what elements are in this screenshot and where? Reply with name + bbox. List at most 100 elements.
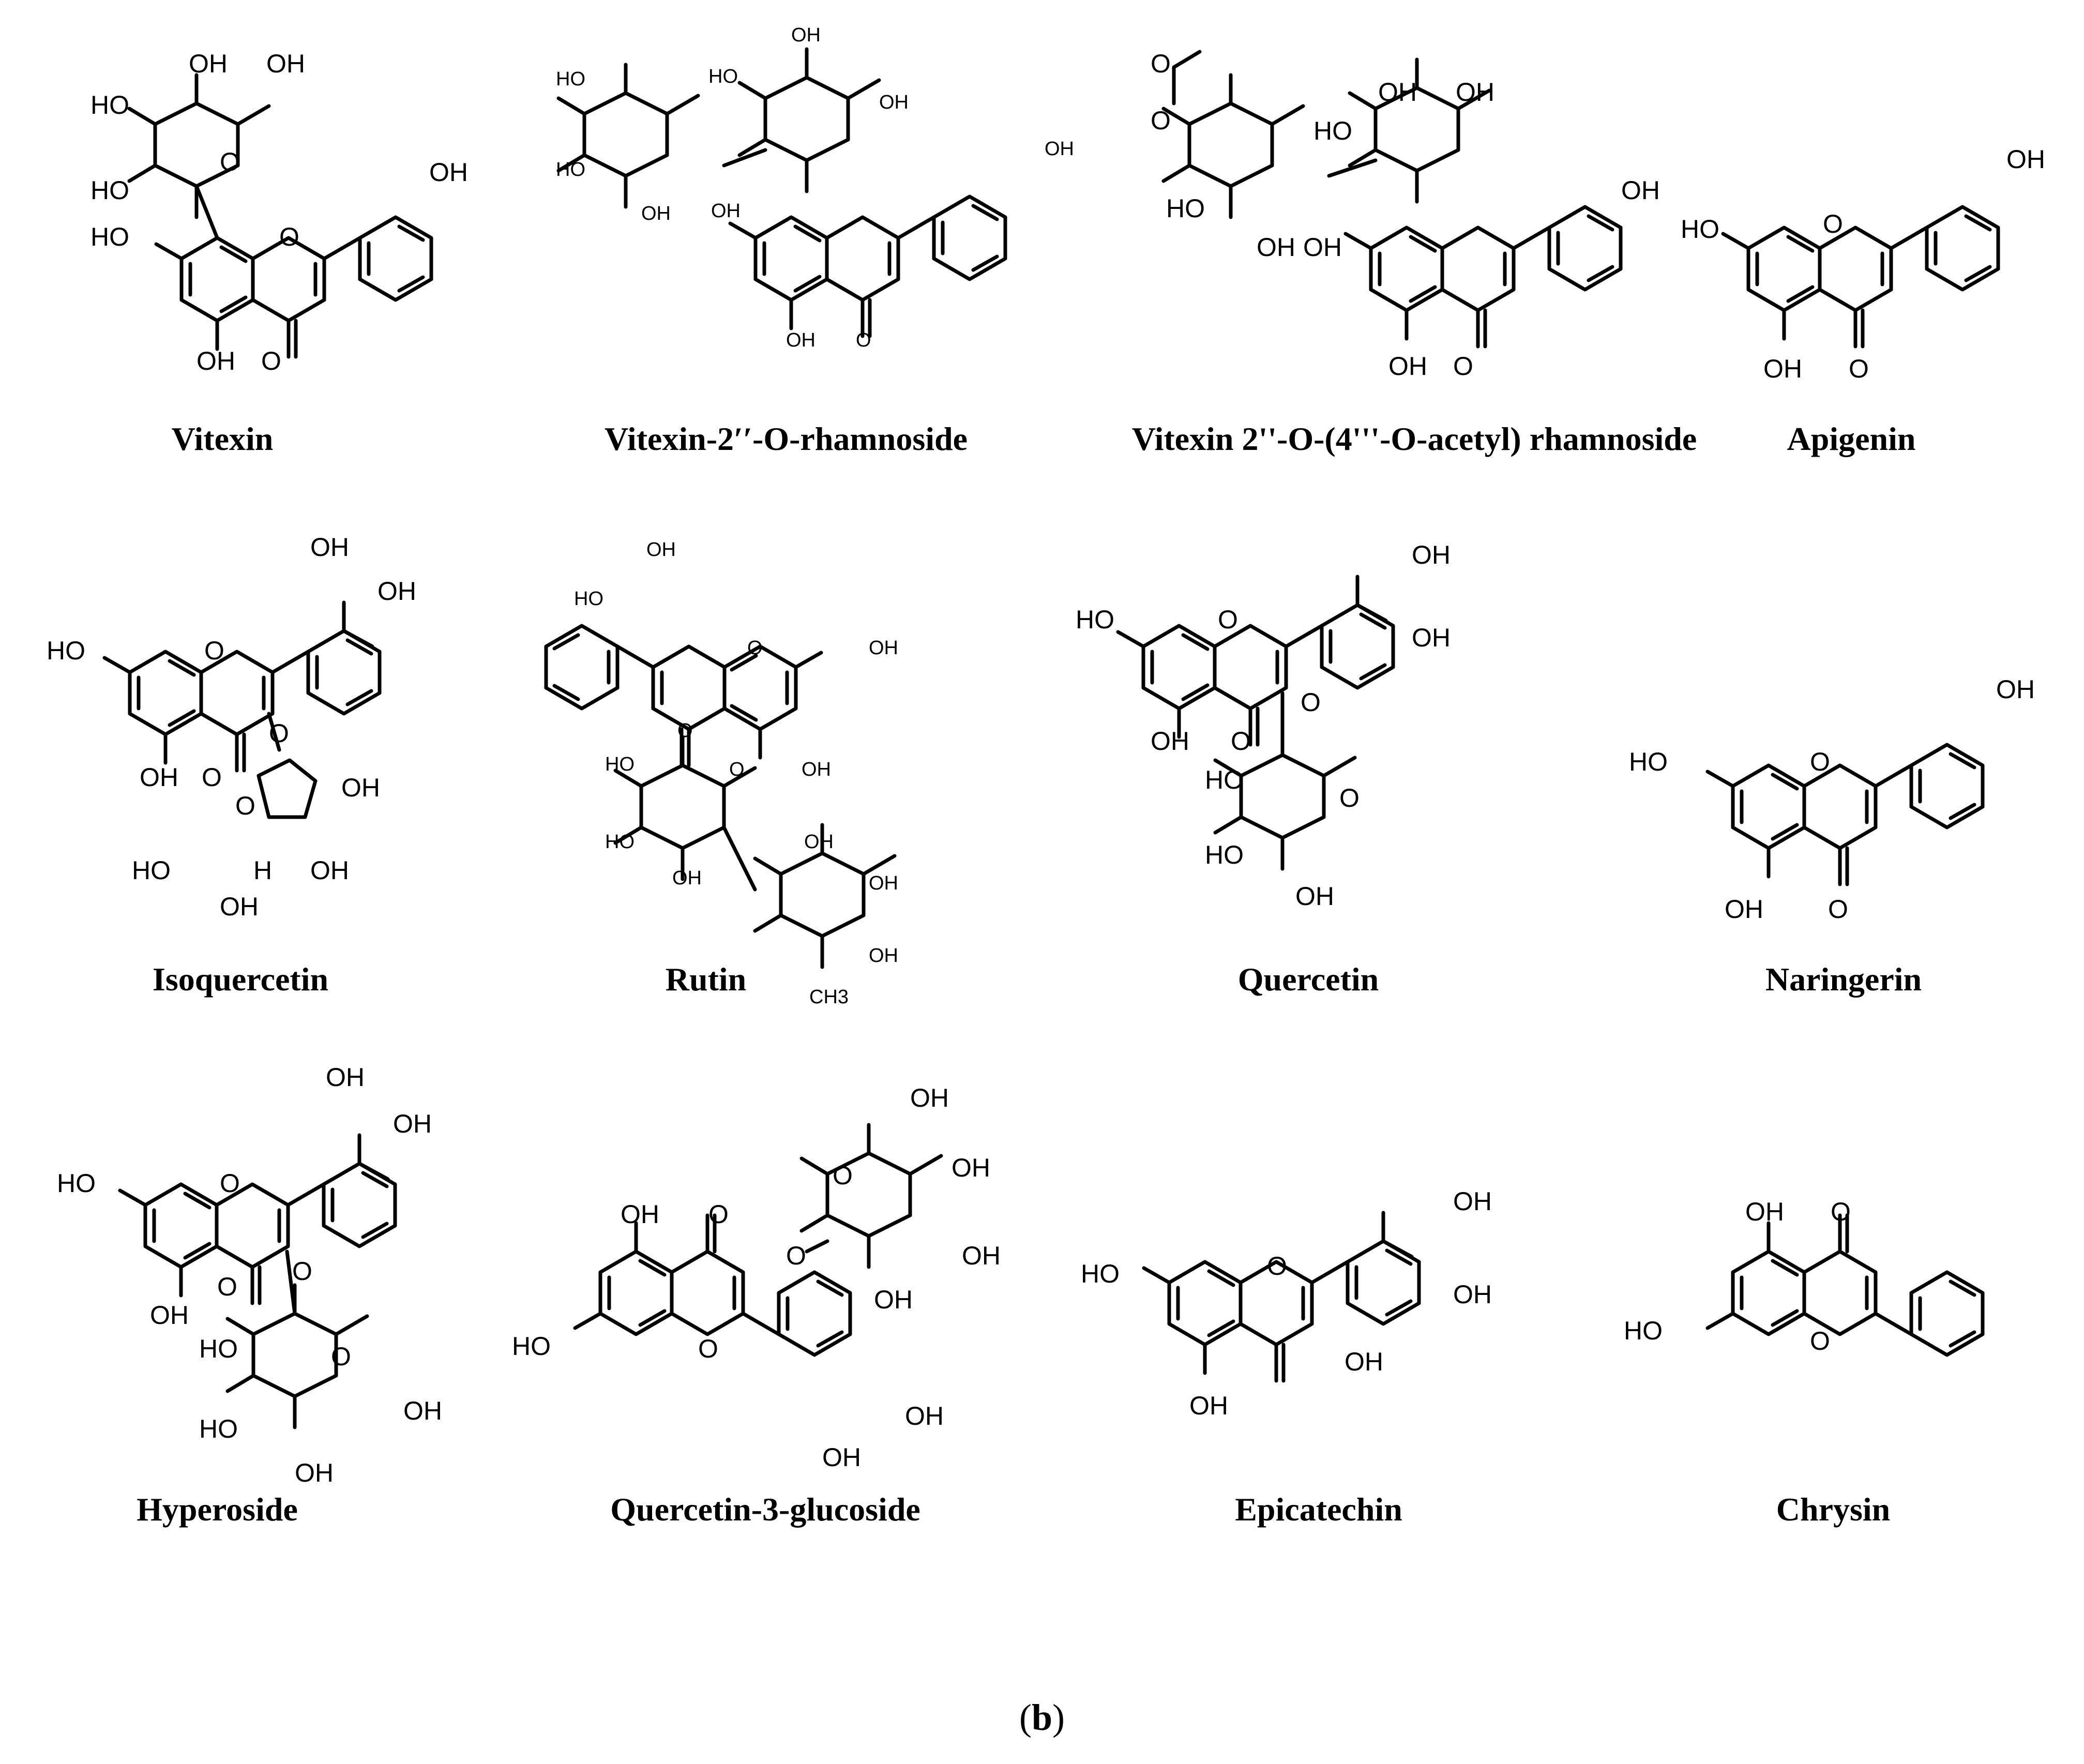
svg-text:HO: HO [512, 1332, 551, 1361]
svg-text:HO: HO [90, 176, 129, 205]
svg-text:HO: HO [1081, 1259, 1120, 1288]
svg-text:HO: HO [199, 1414, 238, 1443]
svg-text:OH: OH [786, 329, 816, 351]
structure-quercetin: HO O OH OH OH O O HO O HO OH [1076, 540, 1451, 911]
svg-text:OH: OH [341, 773, 380, 802]
svg-text:O: O [1267, 1252, 1287, 1280]
svg-text:OH: OH [672, 867, 702, 889]
compound-name-quercetin: Quercetin [1238, 961, 1379, 998]
svg-text:HO: HO [1205, 840, 1244, 869]
svg-text:OH: OH [1412, 540, 1451, 569]
svg-text:O: O [747, 637, 763, 659]
structure-vitexin-2-o-rhamnoside: HO HO OH HO OH OH OH OH OH O [556, 24, 1074, 351]
svg-text:O: O [1828, 895, 1848, 924]
compound-name-quercetin-3-glucoside: Quercetin-3-glucoside [610, 1491, 920, 1528]
svg-text:OH: OH [1345, 1347, 1383, 1376]
svg-text:OH: OH [874, 1285, 913, 1314]
svg-text:O: O [1339, 783, 1360, 812]
svg-text:OH: OH [295, 1458, 334, 1487]
structure-apigenin: HO O OH OH O [1681, 145, 2045, 383]
structure-naringerin: HO O OH OH O [1629, 675, 2035, 924]
svg-text:OH: OH [711, 200, 741, 222]
svg-text:HO: HO [556, 68, 585, 90]
svg-text:OH: OH [189, 49, 228, 78]
svg-text:OH: OH [1745, 1197, 1784, 1226]
structure-vitexin-acetyl-rhamnoside: O O HO OH HO OH OH OH OH OH O [1151, 49, 1660, 381]
compound-name-naringerin: Naringerin [1765, 961, 1922, 998]
svg-text:OH: OH [1763, 354, 1802, 383]
compound-name-hyperoside: Hyperoside [137, 1491, 298, 1528]
svg-text:O: O [235, 791, 255, 820]
svg-text:O: O [856, 329, 871, 351]
compound-name-isoquercetin: Isoquercetin [153, 961, 328, 998]
svg-text:OH: OH [1412, 623, 1451, 652]
svg-text:OH: OH [804, 831, 834, 853]
svg-text:HO: HO [556, 159, 585, 180]
svg-text:O: O [1831, 1197, 1851, 1226]
compound-name-vitexin-acetyl-rhamnoside: Vitexin 2''-O-(4'''-O-acetyl) rhamnoside [1132, 420, 1697, 457]
svg-text:OH: OH [1257, 233, 1295, 262]
svg-text:HO: HO [1629, 747, 1668, 776]
svg-text:OH: OH [266, 49, 305, 78]
svg-text:O: O [1231, 727, 1251, 756]
svg-text:OH: OH [802, 759, 831, 780]
svg-text:OH: OH [1189, 1391, 1228, 1420]
svg-text:OH: OH [197, 346, 235, 375]
svg-text:HO: HO [1624, 1316, 1663, 1345]
svg-text:OH: OH [403, 1396, 442, 1425]
svg-text:OH: OH [140, 763, 178, 792]
svg-text:CH3: CH3 [809, 986, 849, 1008]
svg-text:OH: OH [2006, 145, 2045, 174]
svg-text:H: H [253, 856, 272, 885]
svg-text:O: O [677, 720, 693, 742]
svg-text:O: O [204, 636, 224, 665]
compound-name-rutin: Rutin [666, 961, 747, 998]
svg-text:O: O [1151, 49, 1171, 78]
svg-text:OH: OH [310, 533, 349, 562]
svg-text:OH: OH [641, 203, 671, 224]
svg-text:OH: OH [1045, 138, 1074, 160]
svg-text:OH: OH [1151, 727, 1189, 756]
svg-text:OH: OH [822, 1443, 861, 1472]
svg-text:O: O [1849, 354, 1869, 383]
svg-text:HO: HO [1076, 605, 1114, 634]
svg-text:O: O [708, 1200, 729, 1229]
svg-text:OH: OH [962, 1241, 1001, 1270]
svg-text:O: O [331, 1342, 351, 1371]
svg-text:OH: OH [952, 1153, 990, 1182]
structure-rutin: OH HO OH O O O OH HO HO OH OH OH OH CH3 [546, 539, 898, 1008]
svg-text:OH: OH [220, 892, 259, 921]
svg-text:OH: OH [1453, 1187, 1492, 1216]
svg-text:OH: OH [869, 637, 898, 659]
svg-text:OH: OH [393, 1109, 432, 1138]
structure-chrysin: OH O HO O [1624, 1197, 1983, 1355]
structure-quercetin-3-glucoside: OH O O OH O OH OH OH HO O OH OH [512, 1083, 1001, 1472]
svg-text:O: O [729, 759, 745, 780]
svg-text:HO: HO [1205, 765, 1244, 794]
svg-text:OH: OH [621, 1200, 659, 1229]
svg-text:OH: OH [869, 945, 898, 967]
svg-text:OH: OH [1456, 78, 1494, 107]
svg-text:O: O [1810, 747, 1830, 776]
svg-text:OH: OH [150, 1301, 189, 1330]
svg-text:OH: OH [1621, 176, 1660, 205]
svg-text:O: O [292, 1257, 312, 1286]
svg-text:HO: HO [90, 222, 129, 251]
svg-text:HO: HO [1166, 194, 1205, 223]
compound-name-vitexin-2-o-rhamnoside: Vitexin-2′′-O-rhamnoside [605, 420, 968, 457]
svg-text:OH: OH [310, 856, 349, 885]
svg-text:O: O [1218, 605, 1238, 634]
svg-text:O: O [220, 147, 240, 176]
svg-text:O: O [269, 719, 289, 748]
svg-text:O: O [279, 222, 299, 251]
svg-text:HO: HO [605, 753, 635, 775]
svg-text:OH: OH [910, 1083, 949, 1112]
svg-text:OH: OH [1453, 1280, 1492, 1309]
svg-text:OH: OH [1388, 352, 1427, 381]
svg-text:OH: OH [429, 158, 468, 187]
compound-name-apigenin: Apigenin [1787, 420, 1916, 457]
svg-text:O: O [261, 346, 281, 375]
structure-hyperoside: HO O OH OH OH O O HO O HO OH OH [57, 1063, 442, 1487]
svg-text:O: O [786, 1241, 806, 1270]
